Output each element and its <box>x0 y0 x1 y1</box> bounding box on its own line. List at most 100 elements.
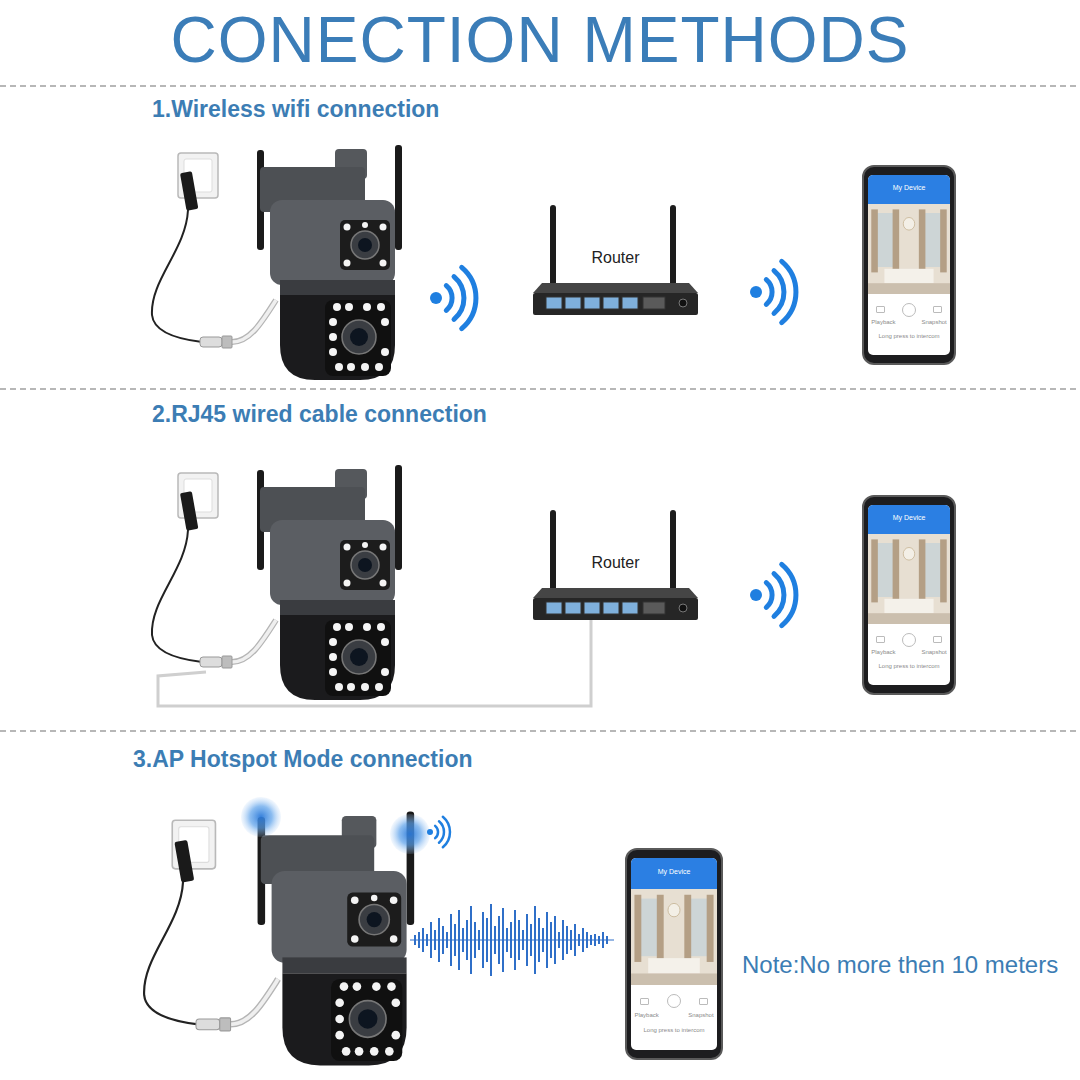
router-front <box>533 293 698 315</box>
wifi-symbol <box>750 261 796 322</box>
intercom-button <box>902 633 916 647</box>
router-antenna <box>550 205 556 289</box>
room-curtain <box>871 539 878 602</box>
snapshot-icon <box>933 306 942 313</box>
router-antenna <box>670 510 676 594</box>
snapshot-icon <box>699 998 708 1005</box>
hint-text: Long press to intercom <box>868 333 950 339</box>
signal-waveform <box>415 904 607 976</box>
room-image <box>868 534 950 624</box>
phone-node: My DevicePlayback SnapshotLong press to i… <box>862 165 956 365</box>
room-curtain <box>919 209 926 272</box>
room-curtain <box>657 894 664 961</box>
room-chandelier <box>903 547 914 560</box>
room-curtain <box>871 209 878 272</box>
room-curtain <box>919 539 926 602</box>
rj45-cable <box>158 612 591 706</box>
reset-button <box>679 299 687 307</box>
phone-screen: My DevicePlayback SnapshotLong press to i… <box>631 858 717 1050</box>
section-heading: 1.Wireless wifi connection <box>152 96 439 123</box>
phone-screen: My DevicePlayback SnapshotLong press to i… <box>868 505 950 685</box>
room-curtain <box>893 539 900 602</box>
app-title: My Device <box>868 514 950 521</box>
phone-node: My DevicePlayback SnapshotLong press to i… <box>862 495 956 695</box>
room-floor <box>631 973 717 985</box>
button-label: Playback <box>871 319 895 325</box>
antenna-glow <box>390 814 430 854</box>
phone-node: My DevicePlayback SnapshotLong press to i… <box>625 848 723 1060</box>
room-sofa <box>884 269 933 283</box>
button-label: Playback <box>871 649 895 655</box>
intercom-button <box>667 994 681 1008</box>
room-curtain <box>684 894 691 961</box>
router-label: Router <box>528 554 703 572</box>
button-label: Snapshot <box>921 649 946 655</box>
ethernet-port <box>546 297 562 309</box>
wifi-symbol <box>430 267 476 328</box>
playback-icon <box>876 306 885 313</box>
ethernet-port <box>546 602 562 614</box>
room-wall <box>868 204 950 294</box>
section-divider <box>0 730 1080 732</box>
diagram-title: CONECTION METHODS <box>0 3 1080 77</box>
section-divider <box>0 85 1080 87</box>
room-sofa <box>884 599 933 613</box>
playback-icon <box>640 998 649 1005</box>
intercom-button <box>902 303 916 317</box>
ethernet-port <box>622 297 638 309</box>
room-curtain <box>940 539 947 602</box>
router-antenna <box>550 510 556 594</box>
button-label: Playback <box>634 1012 658 1018</box>
hint-text: Long press to intercom <box>631 1027 717 1033</box>
router-top <box>533 283 698 293</box>
ethernet-port <box>584 602 600 614</box>
ethernet-port <box>603 602 619 614</box>
wifi-symbol <box>750 564 796 625</box>
room-floor <box>868 283 950 294</box>
section-heading: 2.RJ45 wired cable connection <box>152 401 487 428</box>
antenna-glow <box>241 797 281 837</box>
router-node: Router <box>528 510 703 620</box>
ethernet-port <box>584 297 600 309</box>
router-top <box>533 588 698 598</box>
app-title: My Device <box>868 184 950 191</box>
button-label: Snapshot <box>688 1012 713 1018</box>
camera-view <box>868 204 950 294</box>
snapshot-icon <box>933 636 942 643</box>
app-title: My Device <box>631 868 717 875</box>
room-chandelier <box>668 903 680 916</box>
router-front <box>533 598 698 620</box>
section-heading: 3.AP Hotspot Mode connection <box>133 746 472 773</box>
room-curtain <box>940 209 947 272</box>
phone-screen: My DevicePlayback SnapshotLong press to i… <box>868 175 950 355</box>
ethernet-port <box>622 602 638 614</box>
router-label: Router <box>528 249 703 267</box>
section-divider <box>0 388 1080 390</box>
ethernet-port <box>565 297 581 309</box>
room-chandelier <box>903 217 914 230</box>
room-wall <box>631 889 717 985</box>
room-image <box>631 889 717 985</box>
wifi-symbol <box>427 817 450 848</box>
room-curtain <box>893 209 900 272</box>
room-sofa <box>648 958 700 973</box>
room-curtain <box>707 894 714 961</box>
camera-rig <box>144 812 414 1066</box>
room-image <box>868 204 950 294</box>
wan-port <box>643 297 665 309</box>
ethernet-port <box>565 602 581 614</box>
camera-rig <box>152 465 402 700</box>
room-curtain <box>634 894 641 961</box>
room-floor <box>868 613 950 624</box>
ethernet-port <box>603 297 619 309</box>
reset-button <box>679 604 687 612</box>
room-wall <box>868 534 950 624</box>
camera-rig <box>152 145 402 380</box>
hint-text: Long press to intercom <box>868 663 950 669</box>
playback-icon <box>876 636 885 643</box>
note-text: Note:No more then 10 meters <box>742 951 1058 979</box>
button-label: Snapshot <box>921 319 946 325</box>
router-antenna <box>670 205 676 289</box>
camera-view <box>868 534 950 624</box>
